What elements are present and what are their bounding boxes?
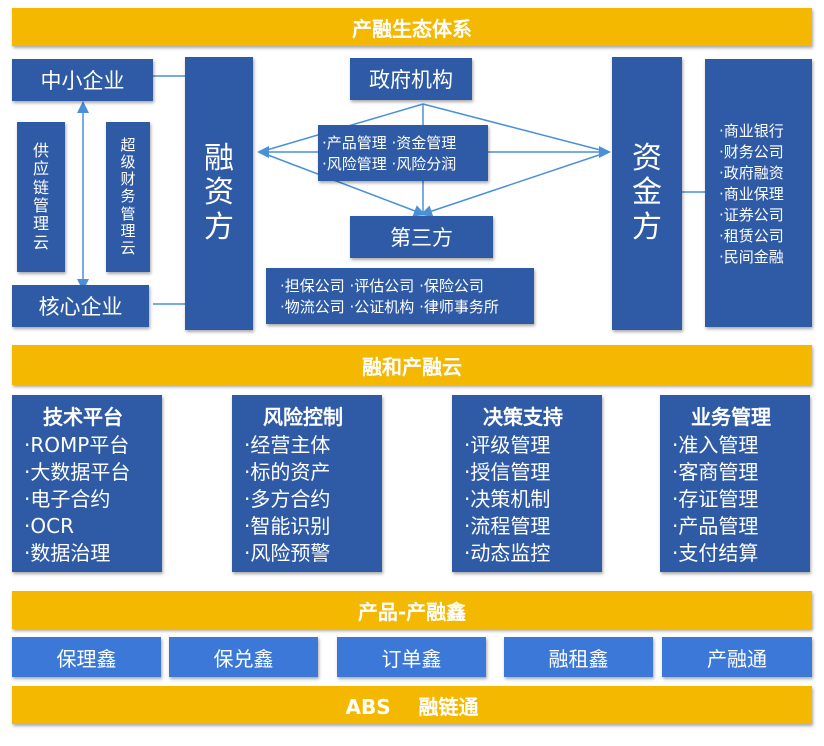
panel-risk-control: 风险控制 ·经营主体 ·标的资产 ·多方合约 ·智能识别 ·风险预警	[232, 395, 382, 572]
product-item-factoring: 保理鑫	[12, 637, 161, 677]
panel-tech-platform: 技术平台 ·ROMP平台 ·大数据平台 ·电子合约 ·OCR ·数据治理	[12, 395, 162, 572]
product-item-label: 产融通	[707, 646, 767, 671]
scm-char: 供	[32, 140, 49, 160]
panel-item: ·电子合约	[24, 487, 111, 511]
finance-char: 云	[120, 239, 136, 258]
ecosystem-title: 产融生态体系	[352, 16, 472, 41]
finance-char: 务	[120, 187, 136, 206]
panel-item: ·授信管理	[464, 460, 551, 484]
third-party-list-box: ·担保公司 ·评估公司 ·保险公司 ·物流公司 ·公证机构 ·律师事务所	[266, 268, 534, 324]
scm-char: 云	[32, 232, 49, 252]
panel-title: 技术平台	[43, 405, 123, 429]
abs-footer: ABS 融链通	[12, 686, 812, 724]
sme-label: 中小企业	[40, 69, 125, 93]
product-item-label: 保兑鑫	[213, 646, 274, 671]
scm-char: 应	[32, 159, 49, 179]
finance-cloud-box: 超 级 财 务 管 理 云	[106, 122, 150, 272]
panel-item: ·决策机制	[464, 487, 551, 511]
scm-char: 链	[32, 177, 49, 197]
financing-char: 资	[204, 175, 234, 211]
institution-item: ·商业保理	[719, 184, 784, 203]
panel-item: ·多方合约	[244, 487, 331, 511]
product-item-guarantee: 保兑鑫	[169, 637, 318, 677]
capital-party-box: 资 金 方	[612, 57, 682, 330]
panel-item: ·标的资产	[244, 460, 331, 484]
panel-item: ·动态监控	[464, 541, 551, 565]
product-item-leasing: 融租鑫	[504, 637, 653, 677]
third-party-line: ·担保公司 ·评估公司 ·保险公司	[280, 277, 484, 295]
institution-item: ·证券公司	[719, 205, 784, 224]
third-party-label: 第三方	[390, 226, 453, 250]
product-item-order: 订单鑫	[337, 637, 486, 677]
panel-title: 决策支持	[483, 405, 563, 429]
core-enterprise-label: 核心企业	[38, 295, 123, 319]
panel-item: ·准入管理	[672, 433, 759, 457]
third-party-line: ·物流公司 ·公证机构 ·律师事务所	[280, 298, 499, 316]
scm-char: 管	[32, 196, 49, 215]
panel-item: ·数据治理	[24, 541, 111, 565]
institution-item: ·民间金融	[719, 247, 784, 266]
institution-item: ·租赁公司	[719, 226, 784, 245]
scm-cloud-box: 供 应 链 管 理 云	[17, 122, 65, 272]
product-header: 产品-产融鑫	[12, 591, 812, 629]
ecosystem-header: 产融生态体系	[12, 8, 812, 46]
functions-box: ·产品管理 ·资金管理 ·风险管理 ·风险分润	[318, 125, 488, 181]
cloud-header: 融和产融云	[12, 345, 812, 385]
cloud-title: 融和产融云	[362, 354, 462, 379]
panel-decision-support: 决策支持 ·评级管理 ·授信管理 ·决策机制 ·流程管理 ·动态监控	[452, 395, 602, 572]
capital-char: 金	[632, 175, 662, 211]
finance-char: 财	[120, 170, 136, 189]
panel-business-management: 业务管理 ·准入管理 ·客商管理 ·存证管理 ·产品管理 ·支付结算	[660, 395, 810, 572]
panel-item: ·大数据平台	[24, 460, 131, 484]
panel-item: ·评级管理	[464, 433, 551, 457]
panel-item: ·客商管理	[672, 460, 759, 484]
panel-item: ·OCR	[24, 514, 74, 538]
abs-title: ABS 融链通	[345, 694, 479, 719]
finance-char: 超	[120, 135, 136, 154]
panel-item: ·支付结算	[672, 541, 759, 565]
panel-item: ·ROMP平台	[24, 433, 130, 457]
functions-line: ·产品管理 ·资金管理	[322, 134, 457, 152]
panel-item: ·产品管理	[672, 514, 759, 538]
finance-char: 管	[120, 204, 136, 223]
capital-char: 方	[632, 209, 662, 245]
product-item-label: 订单鑫	[381, 646, 442, 671]
government-box: 政府机构	[350, 58, 472, 100]
panel-item: ·存证管理	[672, 487, 759, 511]
third-party-box: 第三方	[350, 216, 493, 258]
institutions-box: ·商业银行 ·财务公司 ·政府融资 ·商业保理 ·证券公司 ·租赁公司 ·民间金…	[705, 59, 812, 327]
product-title: 产品-产融鑫	[357, 599, 467, 624]
institution-item: ·商业银行	[719, 121, 784, 140]
government-label: 政府机构	[369, 68, 453, 92]
core-enterprise-box: 核心企业	[12, 285, 149, 327]
finance-char: 理	[120, 221, 136, 240]
financing-char: 方	[204, 209, 234, 245]
panel-item: ·经营主体	[244, 433, 331, 457]
panel-item: ·流程管理	[464, 514, 551, 538]
scm-char: 理	[32, 214, 49, 234]
capital-char: 资	[632, 140, 662, 176]
panel-item: ·智能识别	[244, 514, 331, 538]
finance-char: 级	[120, 152, 136, 171]
financing-party-box: 融 资 方	[185, 57, 253, 330]
sme-box: 中小企业	[12, 59, 153, 101]
panel-title: 风险控制	[263, 405, 343, 429]
product-item-chanrong: 产融通	[662, 637, 812, 677]
panel-title: 业务管理	[691, 405, 771, 429]
institution-item: ·政府融资	[719, 163, 784, 182]
product-item-label: 融租鑫	[548, 646, 609, 671]
functions-line: ·风险管理 ·风险分润	[322, 155, 457, 173]
financing-char: 融	[204, 140, 234, 176]
panel-item: ·风险预警	[244, 541, 331, 565]
institution-item: ·财务公司	[719, 142, 784, 161]
product-item-label: 保理鑫	[56, 646, 117, 671]
